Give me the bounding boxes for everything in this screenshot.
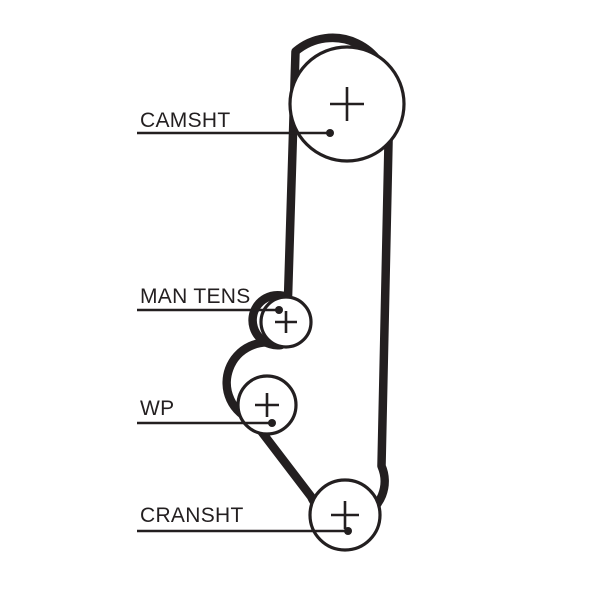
label-wp: WP xyxy=(140,397,174,420)
label-camsht: CAMSHT xyxy=(140,109,230,132)
label-cransht: CRANSHT xyxy=(140,504,244,527)
pulley-group-wp xyxy=(236,374,298,436)
leader-dot-wp xyxy=(268,419,276,427)
leader-dot-man-tens xyxy=(275,306,283,314)
pulley-group-cransht xyxy=(308,478,382,552)
callout-cransht: CRANSHT xyxy=(137,504,352,535)
callout-wp: WP xyxy=(137,397,276,427)
callout-man-tens: MAN TENS xyxy=(137,285,283,314)
leader-dot-cransht xyxy=(344,527,352,535)
pulley-group-man-tens xyxy=(259,295,313,349)
leader-dot-camsht xyxy=(326,129,334,137)
label-man-tens: MAN TENS xyxy=(140,285,251,308)
pulley-group-camsht xyxy=(288,45,406,163)
callout-camsht: CAMSHT xyxy=(137,109,334,137)
